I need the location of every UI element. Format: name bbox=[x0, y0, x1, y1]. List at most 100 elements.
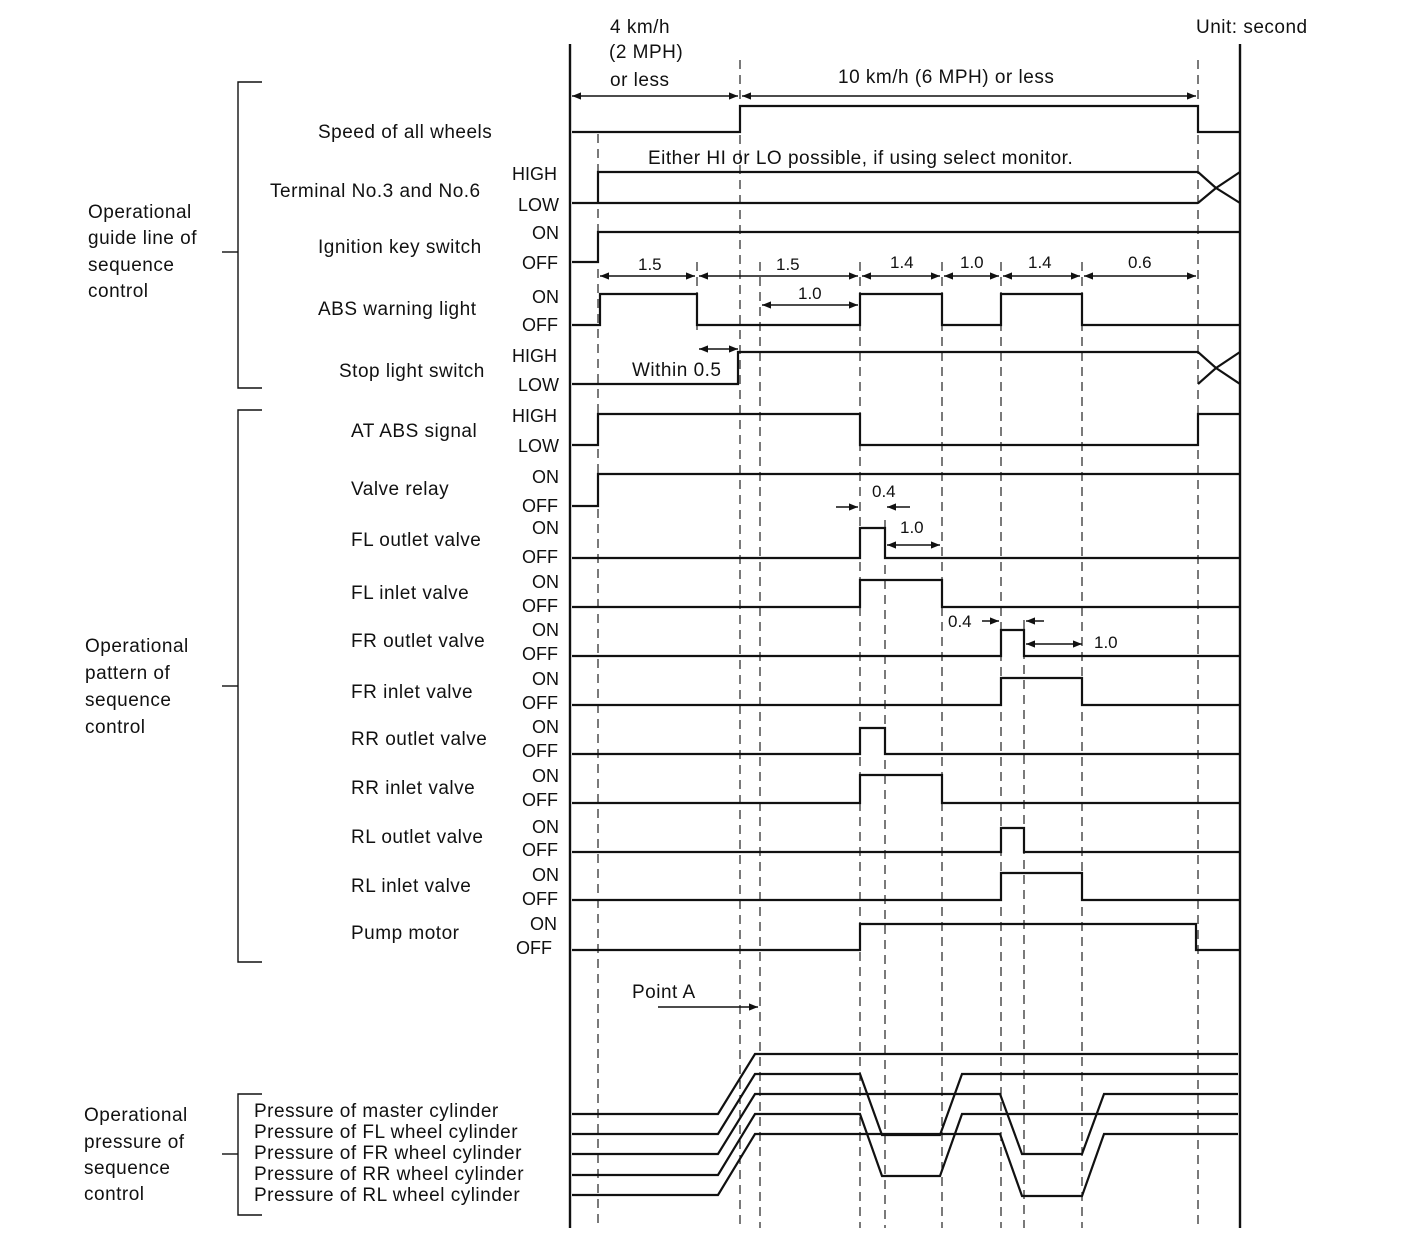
fr-wheel-cylinder-pressure bbox=[572, 1092, 1238, 1156]
signal-label: RL outlet valve bbox=[351, 827, 483, 848]
svg-text:guide line of: guide line of bbox=[88, 228, 197, 249]
stop-light-switch-wave bbox=[572, 350, 1241, 386]
state-low: OFF bbox=[522, 496, 558, 516]
signal-label: FR inlet valve bbox=[351, 682, 473, 703]
master-cylinder-pressure bbox=[572, 1052, 1238, 1116]
state-high: ON bbox=[532, 817, 559, 837]
timing-seg-3: 1.4 bbox=[890, 253, 914, 272]
fl-wheel-cylinder-pressure bbox=[572, 1072, 1238, 1137]
state-labels: HIGH LOW ON OFF ON OFF HIGH LOW HIGH LOW… bbox=[512, 164, 559, 958]
fr-outlet-valve-wave bbox=[572, 628, 1240, 658]
signal-label: ABS warning light bbox=[318, 299, 477, 320]
point-a-label: Point A bbox=[632, 982, 696, 1003]
timing-annotations: 1.5 1.5 1.4 1.0 1.4 0.6 1.0 Within 0.5 0… bbox=[600, 253, 1196, 652]
terminal-note: Either HI or LO possible, if using selec… bbox=[648, 148, 1073, 169]
pressure-label: Pressure of RL wheel cylinder bbox=[254, 1185, 520, 1206]
pressure-curves bbox=[572, 1052, 1238, 1198]
svg-text:sequence: sequence bbox=[85, 690, 171, 711]
pressure-labels: Pressure of master cylinder Pressure of … bbox=[254, 1101, 524, 1206]
state-high: ON bbox=[532, 766, 559, 786]
state-low: OFF bbox=[522, 253, 558, 273]
svg-text:sequence: sequence bbox=[88, 255, 174, 276]
fr-inlet-valve-wave bbox=[572, 676, 1240, 707]
fr-outlet-after-time: 1.0 bbox=[1094, 633, 1118, 652]
signal-labels: Speed of all wheels Terminal No.3 and No… bbox=[270, 122, 492, 944]
rl-outlet-valve-wave bbox=[572, 826, 1240, 854]
ignition-key-switch-wave bbox=[572, 230, 1240, 264]
signal-label: RL inlet valve bbox=[351, 876, 471, 897]
unit-label: Unit: second bbox=[1196, 17, 1308, 38]
state-high: ON bbox=[532, 717, 559, 737]
svg-text:Operational: Operational bbox=[84, 1105, 188, 1126]
low-speed-line-1: 4 km/h bbox=[610, 17, 670, 38]
signal-label: FL inlet valve bbox=[351, 583, 469, 604]
signal-label: FL outlet valve bbox=[351, 530, 481, 551]
state-high: ON bbox=[532, 865, 559, 885]
fr-outlet-on-time: 0.4 bbox=[948, 612, 972, 631]
state-low: OFF bbox=[522, 741, 558, 761]
timing-seg-5: 1.4 bbox=[1028, 253, 1052, 272]
group-brackets bbox=[222, 81, 262, 1216]
state-low: LOW bbox=[518, 195, 559, 215]
rr-wheel-cylinder-pressure bbox=[572, 1112, 1238, 1178]
state-low: OFF bbox=[522, 790, 558, 810]
pressure-label: Pressure of master cylinder bbox=[254, 1101, 499, 1122]
state-low: OFF bbox=[522, 840, 558, 860]
state-low: OFF bbox=[522, 547, 558, 567]
terminal-3-6-wave bbox=[572, 170, 1241, 205]
svg-text:Operational: Operational bbox=[88, 202, 192, 223]
pressure-label: Pressure of FL wheel cylinder bbox=[254, 1122, 518, 1143]
signal-label: Speed of all wheels bbox=[318, 122, 492, 143]
state-low: OFF bbox=[522, 693, 558, 713]
svg-text:control: control bbox=[85, 717, 146, 738]
state-high: HIGH bbox=[512, 164, 557, 184]
state-high: ON bbox=[532, 620, 559, 640]
svg-text:sequence: sequence bbox=[84, 1158, 170, 1179]
fl-outlet-after-time: 1.0 bbox=[900, 518, 924, 537]
state-low: OFF bbox=[522, 889, 558, 909]
low-speed-line-2: (2 MPH) bbox=[609, 42, 683, 63]
signal-label: RR inlet valve bbox=[351, 778, 475, 799]
state-high: HIGH bbox=[512, 406, 557, 426]
state-high: ON bbox=[532, 669, 559, 689]
timing-seg-2: 1.5 bbox=[776, 255, 800, 274]
state-high: HIGH bbox=[512, 346, 557, 366]
signal-label: FR outlet valve bbox=[351, 631, 485, 652]
fl-outlet-on-time: 0.4 bbox=[872, 482, 896, 501]
state-high: ON bbox=[532, 467, 559, 487]
signal-label: AT ABS signal bbox=[351, 421, 477, 442]
signal-label: Stop light switch bbox=[339, 361, 485, 382]
state-high: ON bbox=[530, 914, 557, 934]
state-low: LOW bbox=[518, 375, 559, 395]
signal-label: Valve relay bbox=[351, 479, 449, 500]
speed-of-all-wheels-wave bbox=[572, 104, 1240, 134]
state-high: ON bbox=[532, 223, 559, 243]
rr-inlet-valve-wave bbox=[572, 773, 1240, 805]
state-low: LOW bbox=[518, 436, 559, 456]
at-abs-signal-wave bbox=[572, 412, 1240, 447]
waveforms bbox=[572, 104, 1241, 952]
signal-label: Ignition key switch bbox=[318, 237, 482, 258]
state-low: OFF bbox=[522, 644, 558, 664]
rr-outlet-valve-wave bbox=[572, 726, 1240, 756]
timing-seg-4: 1.0 bbox=[960, 253, 984, 272]
pressure-label: Pressure of FR wheel cylinder bbox=[254, 1143, 522, 1164]
valve-relay-wave bbox=[572, 472, 1240, 508]
svg-text:Operational: Operational bbox=[85, 636, 189, 657]
signal-label: Pump motor bbox=[351, 923, 460, 944]
state-high: ON bbox=[532, 287, 559, 307]
signal-label: Terminal No.3 and No.6 bbox=[270, 181, 481, 202]
svg-text:control: control bbox=[84, 1184, 145, 1205]
abs-warning-light-wave bbox=[572, 292, 1240, 327]
timing-seg-1: 1.5 bbox=[638, 255, 662, 274]
pressure-label: Pressure of RR wheel cylinder bbox=[254, 1164, 524, 1185]
rl-inlet-valve-wave bbox=[572, 871, 1240, 902]
svg-text:pressure of: pressure of bbox=[84, 1132, 185, 1153]
timing-seg-6: 0.6 bbox=[1128, 253, 1152, 272]
state-low: OFF bbox=[522, 596, 558, 616]
state-high: ON bbox=[532, 518, 559, 538]
svg-text:control: control bbox=[88, 281, 149, 302]
group-label-pattern: Operational pattern of sequence control bbox=[85, 636, 189, 738]
svg-text:pattern of: pattern of bbox=[85, 663, 170, 684]
